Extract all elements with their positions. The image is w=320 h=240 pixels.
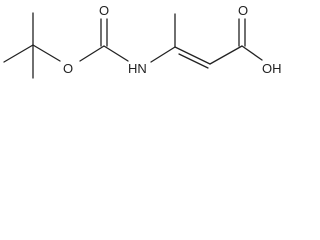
structural-formula: O O HN O OH <box>3 3 282 79</box>
bond-carbonyl-nitrogen <box>103 45 129 62</box>
bond-tbutyl-ester-oxygen <box>32 44 61 62</box>
ester-oxygen-label: O <box>63 61 73 76</box>
carbonyl-oxygen-right-label: O <box>238 3 248 18</box>
bond-ester-oxygen-carbonyl <box>79 45 105 62</box>
bond-alkene-acid-carbon <box>209 45 243 65</box>
bond-tbutyl-methyl-left <box>3 44 34 63</box>
bond-acid-hydroxyl <box>241 45 263 61</box>
carbonyl-oxygen-left-label: O <box>99 3 109 18</box>
bond-alkene-double-a <box>174 46 211 65</box>
bond-alkene-double-b <box>178 53 209 69</box>
nitrogen-label: HN <box>128 61 147 76</box>
bond-nitrogen-vinyl <box>150 46 176 63</box>
hydroxyl-label: OH <box>262 61 282 76</box>
